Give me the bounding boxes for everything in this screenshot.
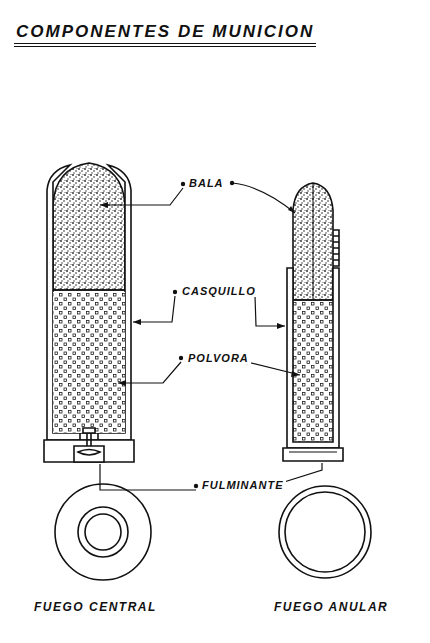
- part-label: BALA: [187, 177, 226, 189]
- part-label: CASQUILLO: [180, 285, 258, 297]
- leader-lines: [100, 183, 322, 490]
- part-label: POLVORA: [186, 352, 251, 364]
- type-caption: FUEGO ANULAR: [272, 600, 390, 614]
- type-caption: FUEGO CENTRAL: [32, 600, 159, 614]
- part-label: FULMINANTE: [200, 479, 286, 491]
- diagram-title: COMPONENTES DE MUNICION: [14, 22, 316, 47]
